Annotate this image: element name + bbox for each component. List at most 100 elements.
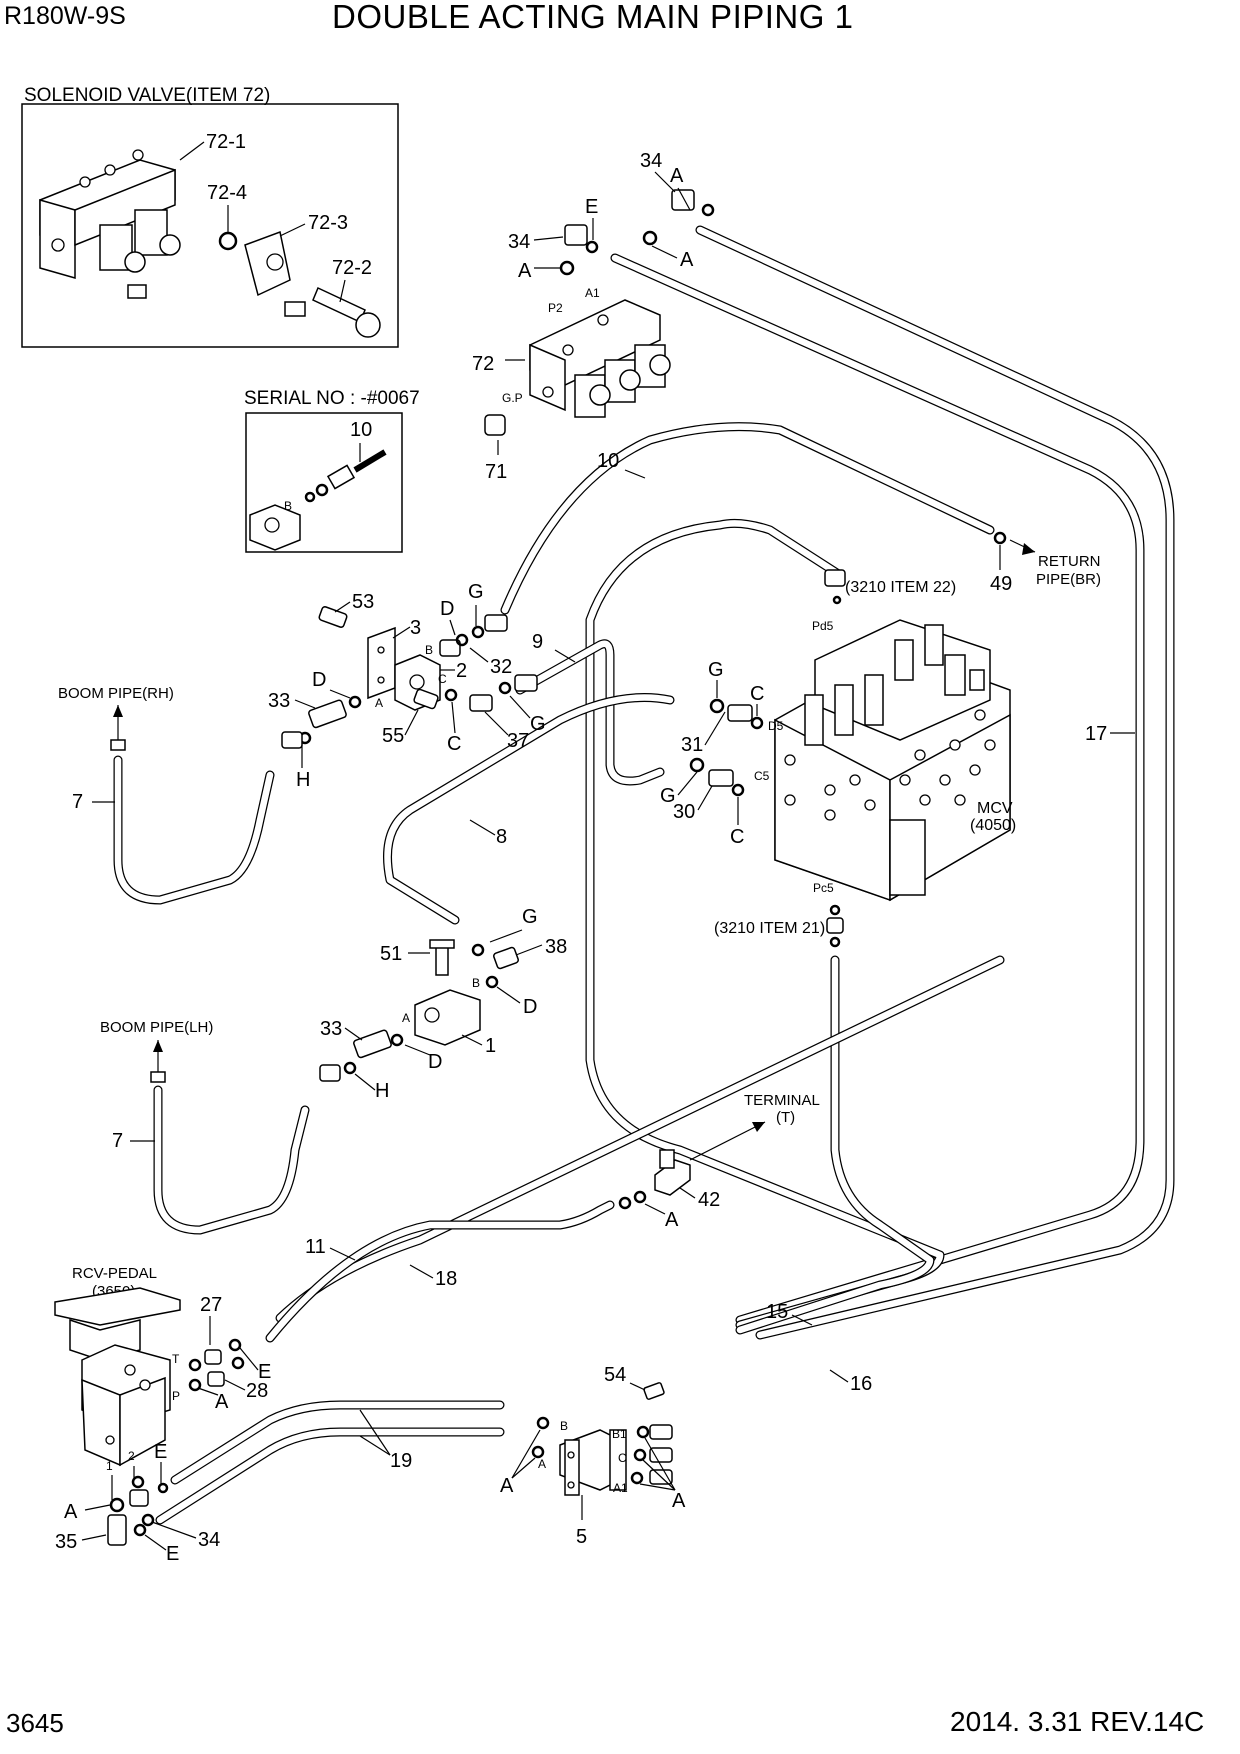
callout-a-mid: A: [518, 260, 532, 282]
callout-e-top: E: [585, 196, 598, 218]
callout-34-top: 34: [640, 150, 662, 172]
callout-g-rh-2: G: [530, 713, 546, 735]
callout-a-rcv-2: A: [64, 1501, 78, 1523]
blk3-port-b: B: [425, 643, 433, 657]
revision-date: 2014. 3.31 REV.14C: [950, 1706, 1205, 1737]
block-lh: B A 51 G 38 D 33 D 1 H: [319, 906, 567, 1102]
callout-g-mcv-2: G: [660, 785, 676, 807]
callout-72-3: 72-3: [308, 212, 348, 234]
blk1-port-a: A: [402, 1011, 410, 1025]
blk5-port-b1: B1: [612, 1427, 627, 1441]
hose-runs: [113, 225, 1175, 1525]
rcv-pedal: RCV-PEDAL (3650) T P 1 2 27 E 28 A: [54, 1265, 271, 1565]
rcv-port-1: 1: [106, 1459, 113, 1473]
callout-7-lh: 7: [112, 1130, 123, 1152]
callout-h-lh: H: [375, 1080, 389, 1102]
callout-72: 72: [472, 353, 494, 375]
callout-35: 35: [55, 1531, 77, 1553]
port-pc5: Pc5: [813, 881, 834, 895]
boom-pipe-rh-label: BOOM PIPE(RH): [58, 685, 174, 702]
callout-42: 42: [698, 1189, 720, 1211]
callout-d-lh-1: D: [523, 996, 537, 1018]
callout-19: 19: [390, 1450, 412, 1472]
callout-15: 15: [766, 1301, 788, 1323]
return-label-2: PIPE(BR): [1036, 571, 1101, 588]
callout-1: 1: [485, 1035, 496, 1057]
callout-53: 53: [352, 591, 374, 613]
callout-c-mcv-1: C: [750, 683, 764, 705]
page-title: DOUBLE ACTING MAIN PIPING 1: [332, 0, 854, 35]
blk5-port-b: B: [560, 1419, 568, 1433]
callout-a-terminal: A: [665, 1209, 679, 1231]
callout-34-rcv: 34: [198, 1529, 220, 1551]
block-5: B A B1 C A1 54 19 A A 5: [359, 1364, 686, 1548]
callout-27: 27: [200, 1294, 222, 1316]
callout-e-rcv: E: [258, 1361, 271, 1383]
callout-32: 32: [490, 656, 512, 678]
callout-d-rh-1: D: [440, 598, 454, 620]
callout-2: 2: [456, 660, 467, 682]
serial-callout-10: 10: [350, 419, 372, 441]
terminal-label-2: (T): [776, 1109, 795, 1126]
callout-a-blk5-left: A: [500, 1475, 514, 1497]
port-gp: G.P: [502, 391, 523, 405]
serial-inset: SERIAL NO : -#0067 B 10: [244, 388, 420, 553]
blk3-port-c: C: [438, 672, 447, 686]
mcv-label-1: MCV: [977, 800, 1013, 817]
callout-d-lh-2: D: [428, 1051, 442, 1073]
callout-11: 11: [305, 1236, 326, 1258]
callout-18: 18: [435, 1268, 457, 1290]
callout-e-rcv-3: E: [166, 1543, 179, 1565]
terminal-tee: TERMINAL (T) 42 A: [618, 1092, 820, 1231]
callout-54: 54: [604, 1364, 626, 1386]
model-code: R180W-9S: [4, 2, 126, 30]
callout-55: 55: [382, 725, 404, 747]
callout-31: 31: [681, 734, 703, 756]
callout-d-rh-2: D: [312, 669, 326, 691]
port-p2: P2: [548, 301, 563, 315]
callout-e-rcv-2: E: [154, 1441, 167, 1463]
callout-7-rh: 7: [72, 791, 83, 813]
callout-8: 8: [496, 826, 507, 848]
terminal-label-1: TERMINAL: [744, 1092, 820, 1109]
solenoid-valve-inset: SOLENOID VALVE(ITEM 72) 72-1 72-4 72-3 7…: [21, 85, 399, 348]
callout-a-blk5-right: A: [672, 1490, 686, 1512]
blk5-port-c: C: [618, 1451, 627, 1465]
callout-g-mcv-1: G: [708, 659, 724, 681]
port-d5: D5: [768, 719, 784, 733]
mcv-valve: MCV (4050) Pd5 D5 C5 Pc5: [754, 619, 1016, 902]
callout-g-rh-1: G: [468, 581, 484, 603]
callout-5: 5: [576, 1526, 587, 1548]
callout-28: 28: [246, 1380, 268, 1402]
callout-34-mid: 34: [508, 231, 530, 253]
port-a1: A1: [585, 286, 600, 300]
mcv-label-2: (4050): [970, 817, 1016, 834]
callout-10: 10: [597, 450, 619, 472]
callout-37: 37: [507, 730, 529, 752]
solenoid-inset-title: SOLENOID VALVE(ITEM 72): [24, 85, 270, 106]
callout-c-rh: C: [447, 733, 461, 755]
callout-17: 17: [1085, 723, 1107, 745]
callout-30: 30: [673, 801, 695, 823]
rcv-port-t: T: [172, 1352, 180, 1366]
callout-16: 16: [850, 1373, 872, 1395]
ref-3210-item-22: (3210 ITEM 22): [845, 579, 956, 596]
serial-port-b: B: [284, 499, 292, 513]
callout-a-rcv: A: [215, 1391, 229, 1413]
callout-72-4: 72-4: [207, 182, 247, 204]
callout-a-top: A: [670, 165, 684, 187]
callout-72-2: 72-2: [332, 257, 372, 279]
rcv-port-2: 2: [128, 1449, 135, 1463]
callout-h-rh: H: [296, 769, 310, 791]
solenoid-valve-72: P2 A1 G.P 72 71 34 A E 34 A A: [472, 150, 715, 483]
callout-9: 9: [532, 631, 543, 653]
return-label-1: RETURN: [1038, 553, 1101, 570]
callout-g-lh: G: [522, 906, 538, 928]
port-pd5: Pd5: [812, 619, 834, 633]
callout-49: 49: [990, 573, 1012, 595]
callout-38: 38: [545, 936, 567, 958]
callout-a-right: A: [680, 249, 694, 271]
block-rh: B A C 53 3 D G 2 32 33 D 55 C: [268, 581, 546, 791]
blk5-port-a: A: [538, 1457, 546, 1471]
